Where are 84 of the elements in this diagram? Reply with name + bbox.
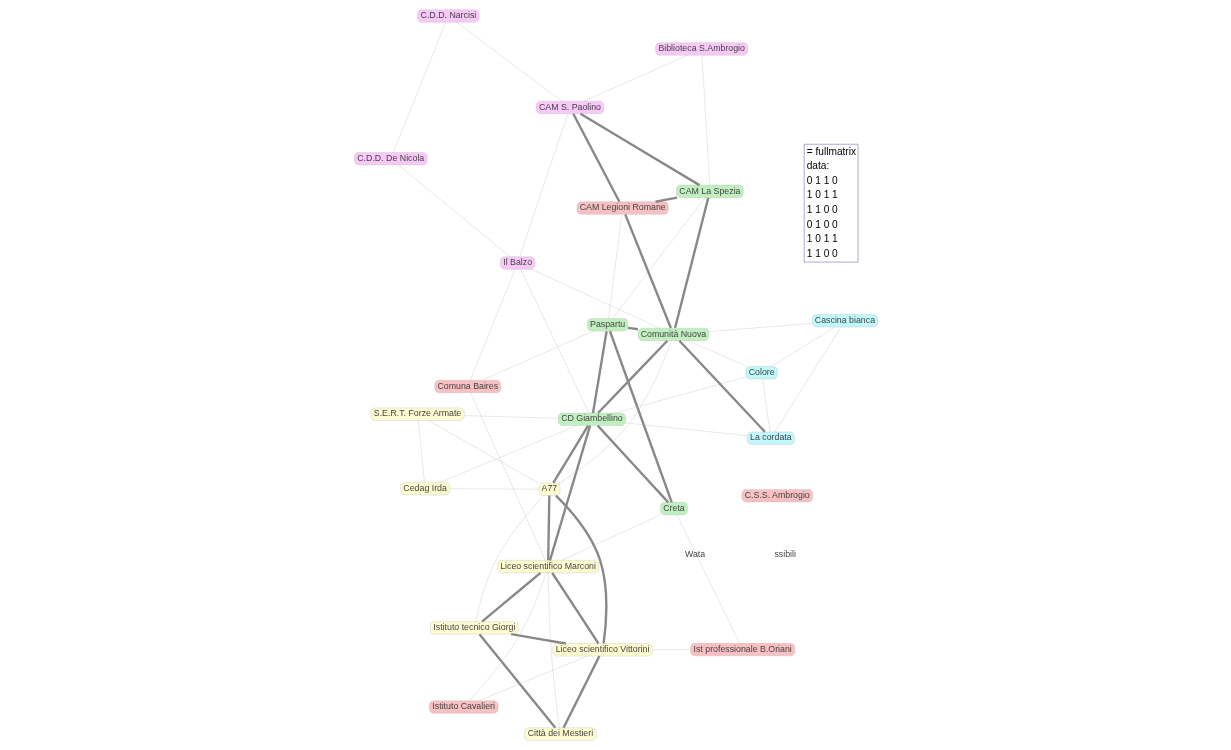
label: 0 1 1 0	[806, 174, 838, 186]
connector	[614, 376, 746, 414]
node-box: C.D.D. Narcisi	[416, 9, 479, 23]
label: Wata	[684, 549, 705, 560]
connector	[583, 55, 688, 102]
node-box: CAM La Spezia	[675, 184, 743, 198]
connector	[510, 633, 566, 645]
node-box: Cedag Irda	[399, 482, 450, 496]
connector	[397, 164, 510, 257]
connector	[596, 424, 669, 504]
connector	[761, 378, 770, 433]
connector	[771, 326, 835, 367]
connector	[551, 425, 589, 484]
label: ssibili	[773, 549, 796, 560]
label: 1 1 0 0	[806, 247, 838, 259]
connector	[427, 420, 539, 484]
connector	[554, 494, 608, 644]
node-box: Liceo scientifico Vittorini	[552, 643, 652, 657]
connector	[774, 326, 841, 433]
connector	[547, 572, 560, 728]
label: 1 0 1 1	[806, 189, 838, 201]
label: 0 1 0 0	[806, 218, 838, 230]
connector	[519, 269, 589, 414]
node-box: Biblioteca S.Ambrogio	[654, 42, 748, 56]
node-box: A77	[538, 482, 560, 496]
node-box: C.D.D. De Nicola	[353, 152, 427, 166]
connector	[469, 269, 515, 381]
connector	[481, 330, 594, 381]
connector	[627, 326, 638, 331]
node-box: CD Giambellino	[557, 412, 626, 426]
connector	[392, 22, 446, 153]
connector	[456, 22, 562, 102]
connector	[708, 323, 812, 332]
connector	[596, 339, 668, 414]
node-box: La cordata	[746, 431, 795, 445]
connector	[687, 340, 747, 367]
connector	[623, 213, 672, 329]
connector	[417, 420, 425, 483]
node-box: Comuna Baires	[434, 380, 501, 393]
connector	[468, 572, 546, 701]
connector	[561, 514, 661, 561]
node-box: Paspartu	[586, 318, 628, 332]
node-box: S.E.R.T. Forze Armate	[370, 407, 464, 421]
connector	[678, 339, 766, 433]
node-box: Creta	[659, 502, 688, 516]
node-box: Istituto tecnico Giorgi	[429, 621, 519, 635]
connector	[611, 197, 705, 319]
label: = fullmatrix	[806, 145, 856, 157]
connector	[478, 655, 587, 701]
connector	[469, 392, 545, 561]
connector	[519, 113, 568, 257]
connector	[607, 214, 622, 319]
connector	[591, 331, 608, 414]
connector	[475, 495, 544, 622]
connector	[548, 425, 591, 561]
connector	[530, 269, 660, 329]
connector	[571, 113, 620, 203]
connector	[673, 197, 709, 329]
node-box: Istituto Cavalieri	[428, 700, 498, 714]
connector	[579, 112, 700, 187]
node-box: CAM S. Paolino	[535, 100, 604, 114]
connector	[625, 422, 747, 436]
label: 1 1 0 0	[806, 204, 838, 215]
connector	[546, 495, 550, 561]
node-box: Ist professionale B.Oriani	[689, 643, 795, 656]
connector	[676, 514, 740, 644]
node-box: Liceo scientifico Marconi	[496, 560, 599, 574]
node-box: Colore	[745, 366, 778, 380]
node-box: CAM Legioni Romane	[576, 201, 669, 215]
node-box: Comunità Nuova	[637, 327, 709, 341]
label: 1 0 1 1	[806, 233, 838, 245]
connector	[439, 425, 577, 483]
node-box: Il Balzo	[499, 256, 535, 270]
label: data:	[806, 160, 829, 172]
connector	[480, 572, 541, 623]
connector	[550, 572, 599, 645]
connector	[701, 55, 710, 186]
connector	[562, 655, 600, 729]
node-box: Città dei Mestieri	[523, 727, 596, 741]
node-box: Cascina bianca	[811, 314, 878, 328]
connector	[478, 633, 556, 729]
connector	[608, 330, 673, 503]
connector	[654, 196, 677, 203]
node-box: C.S.S. Ambrogio	[741, 489, 813, 503]
